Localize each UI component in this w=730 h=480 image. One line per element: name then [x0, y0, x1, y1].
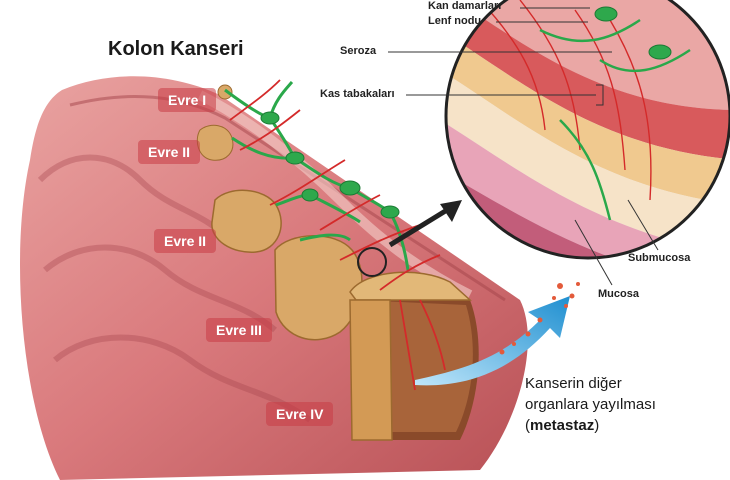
metastasis-term: metastaz	[530, 417, 595, 434]
stage-label-1: Evre I	[158, 88, 217, 112]
layer-mucosa: Mucosa	[598, 288, 639, 300]
magnified-view	[444, 0, 730, 260]
stage-label-2a: Evre II	[138, 140, 201, 164]
diagram-title: Kolon Kanseri	[108, 38, 244, 60]
callout-blood-vessels: Kan damarları	[428, 0, 502, 12]
metastasis-line-1: Kanserin diğer	[525, 375, 622, 392]
stage-label-4: Evre IV	[266, 402, 334, 426]
metastasis-line-3: (metastaz)	[525, 415, 656, 436]
stage-label-2b: Evre II	[154, 229, 217, 253]
metastasis-line-2: organlara yayılması	[525, 396, 656, 413]
zoom-arrow	[388, 200, 462, 248]
tumor-stage-2a	[196, 124, 234, 161]
callout-lymph-node: Lenf nodu	[428, 15, 482, 27]
stage-label-3: Evre III	[206, 318, 272, 342]
metastasis-arrow	[415, 296, 570, 386]
metastasis-open-paren: (	[525, 417, 530, 434]
metastasis-close-paren: )	[594, 417, 600, 434]
metastasis-caption: Kanserin diğer organlara yayılması (meta…	[525, 373, 656, 436]
callout-serosa: Seroza	[340, 45, 377, 57]
blood-vessel-network	[229, 79, 446, 391]
callout-leader-lines	[388, 7, 659, 286]
callout-muscle-layers: Kas tabakaları	[320, 88, 395, 100]
zoom-origin-ring	[357, 247, 387, 277]
metastasis-cells	[499, 282, 580, 355]
lymph-nodes	[260, 111, 400, 219]
layer-submucosa: Submucosa	[628, 252, 691, 264]
tumor-stage-2b	[211, 189, 282, 253]
tumor-stage-4	[349, 271, 472, 441]
tumor-stage-1	[217, 84, 233, 100]
